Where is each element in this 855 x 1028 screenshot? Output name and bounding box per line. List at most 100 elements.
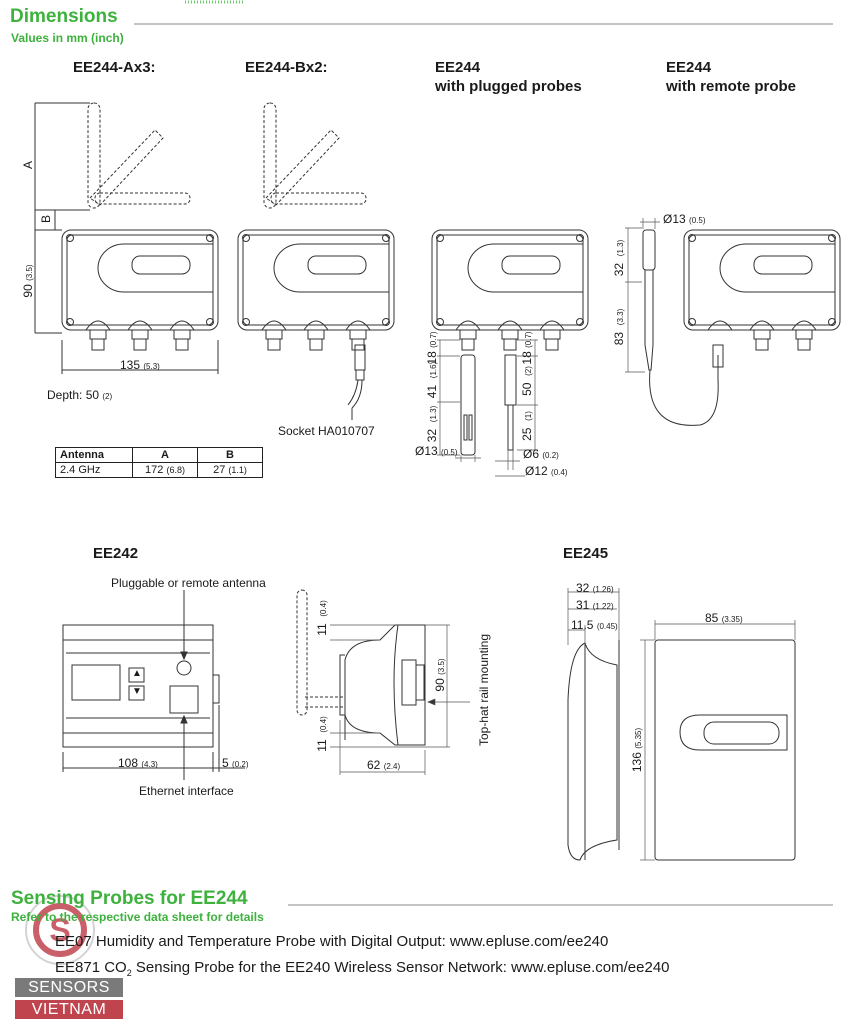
- dim-value: 62: [367, 758, 381, 772]
- ee244-housing: [431, 229, 589, 351]
- dim-inch: (1.3): [616, 239, 625, 257]
- dim-value: Ø13: [415, 444, 438, 458]
- dim-inch: (1): [524, 411, 533, 421]
- gland-nut: [501, 329, 519, 340]
- arrow-down-icon: ▼: [132, 686, 142, 697]
- display-window: [467, 243, 583, 293]
- dim-value: 108: [118, 756, 139, 770]
- dim-inch: (5.3): [143, 362, 160, 371]
- cell-value: 27: [213, 464, 226, 476]
- gland-body: [755, 338, 769, 351]
- cell-inch: (6.8): [166, 465, 185, 475]
- depth-label: Depth: 50 (2): [47, 388, 112, 402]
- dim-value: 85: [705, 611, 719, 625]
- logo-sensors: SENSORS: [15, 978, 123, 997]
- gland-nut: [89, 329, 107, 340]
- dim-inch: (2): [102, 392, 113, 401]
- display: [307, 255, 367, 275]
- screw-icon: [66, 318, 74, 326]
- dim-inch: (5.35): [634, 727, 643, 749]
- ee242-side-drawing: [296, 589, 470, 775]
- table-header: B: [197, 447, 263, 463]
- heading-remote-1: EE244: [666, 59, 712, 76]
- gland-nut: [173, 329, 191, 340]
- dim-value: 11: [315, 623, 329, 636]
- housing-outline: [61, 229, 219, 331]
- dim-height: 90 (3.5): [21, 264, 35, 297]
- gland-body: [267, 338, 281, 351]
- display: [753, 255, 813, 275]
- dim-value: 18: [520, 351, 534, 365]
- table-cell: 2.4 GHz: [55, 462, 133, 478]
- gland-nut: [265, 329, 283, 340]
- dim-b: B: [39, 214, 53, 224]
- dim-plugged-5: 18 (0.7): [520, 331, 534, 364]
- gland-nut: [543, 329, 561, 340]
- dim-remote-2: 32 (1.3): [612, 240, 626, 276]
- gland-body: [797, 338, 811, 351]
- dim-ee242-bottom: 11 (0.4): [315, 716, 329, 752]
- page-title: Dimensions: [10, 6, 118, 27]
- probe-item-ee871: EE871 CO2 Sensing Probe for the EE240 Wi…: [55, 959, 670, 978]
- table-cell: 27 (1.1): [197, 462, 263, 478]
- dim-a: A: [21, 160, 35, 170]
- heading-ee245: EE245: [563, 545, 609, 562]
- dim-ee245-1: 32 (1.26): [576, 581, 614, 595]
- dim-inch: (3.35): [721, 615, 743, 624]
- screw-icon: [828, 318, 836, 326]
- dim-inch: (1.22): [592, 602, 614, 611]
- display: [131, 255, 191, 275]
- cable-gland: [261, 320, 287, 331]
- dim-inch: (0.4): [319, 600, 328, 617]
- cable-gland: [345, 320, 371, 331]
- screw-icon: [436, 234, 444, 242]
- table-header: Antenna: [55, 447, 133, 463]
- housing-panel: [436, 234, 584, 326]
- screw-icon: [688, 318, 696, 326]
- dim-value: 31: [576, 598, 590, 612]
- cable-gland: [85, 320, 111, 331]
- antenna-table: Antenna A B 2.4 GHz 172 (6.8) 27 (1.1): [55, 447, 263, 478]
- display-window: [97, 243, 213, 293]
- dim-inch: (3.3): [616, 308, 625, 326]
- table-header-row: Antenna A B: [55, 447, 263, 463]
- display-window: [719, 243, 835, 293]
- dim-value: 90: [21, 284, 35, 298]
- ethernet-label: Ethernet interface: [139, 784, 234, 798]
- table-header: A: [132, 447, 198, 463]
- logo-vietnam: VIETNAM: [15, 1000, 123, 1019]
- ee244-housing: [683, 229, 841, 351]
- dim-inch: (2.4): [383, 762, 401, 771]
- cable-gland: [169, 320, 195, 331]
- table-row: 2.4 GHz 172 (6.8) 27 (1.1): [55, 462, 263, 478]
- socket-drawing: [347, 344, 366, 420]
- dim-value: 41: [425, 384, 439, 399]
- dim-value: 11: [315, 739, 329, 752]
- ee245-drawing: [567, 588, 796, 861]
- dim-ee245-width: 85 (3.35): [705, 611, 743, 625]
- heading-ee244-ax3: EE244-Ax3:: [73, 59, 156, 76]
- housing-panel: [688, 234, 836, 326]
- table-cell: 172 (6.8): [132, 462, 198, 478]
- dim-inch: (2): [524, 366, 533, 376]
- cable-gland: [303, 320, 329, 331]
- svg-text:S: S: [49, 912, 70, 948]
- gland-body: [503, 338, 517, 351]
- screw-icon: [382, 318, 390, 326]
- dim-plugged-1: 18 (0.7): [425, 331, 439, 364]
- plugged-probes: [437, 339, 538, 477]
- screw-icon: [206, 318, 214, 326]
- screw-icon: [382, 234, 390, 242]
- cell-value: 172: [145, 464, 164, 476]
- cable-gland: [791, 320, 817, 331]
- dim-plugged-7: 25 (1): [520, 411, 534, 441]
- probe-text: Sensing Probe for the EE240 Wireless Sen…: [131, 959, 670, 976]
- gland-nut: [459, 329, 477, 340]
- dim-value: 5: [222, 756, 229, 770]
- dim-plugged-9: Ø12 (0.4): [525, 464, 567, 478]
- housing-outline: [683, 229, 841, 331]
- dim-inch: (3.5): [25, 264, 34, 281]
- gland-body: [309, 338, 323, 351]
- probes-title: Sensing Probes for EE244: [11, 888, 248, 909]
- dim-value: Depth: 50: [47, 388, 100, 402]
